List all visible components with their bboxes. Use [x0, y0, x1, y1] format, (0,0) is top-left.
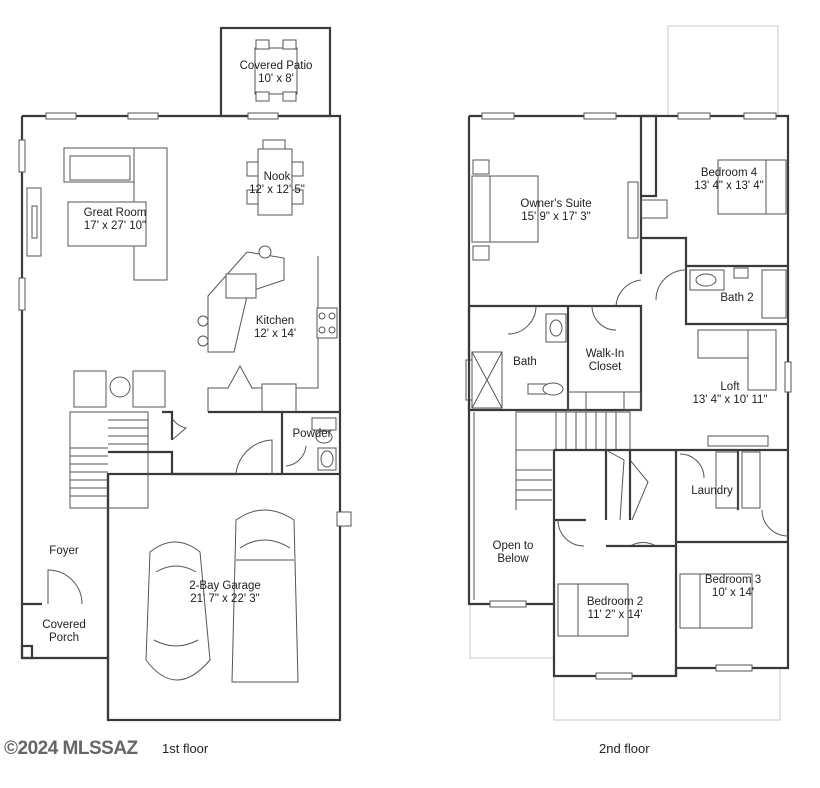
washer-icon — [715, 451, 739, 509]
room-label-foyer: Foyer — [49, 545, 79, 557]
door-swing — [615, 279, 642, 307]
door-swing — [761, 509, 789, 537]
room-label-open-to-below: Open to Below — [492, 540, 534, 565]
second-floor-caption: 2nd floor — [599, 741, 650, 756]
range-icon — [316, 307, 338, 339]
armchair-icon — [132, 370, 166, 408]
toilet-icon — [311, 417, 337, 431]
bed-icon — [679, 573, 753, 629]
bathtub-icon — [761, 269, 787, 319]
closet-door — [629, 459, 649, 521]
copyright-watermark: ©2024 MLSSAZ — [4, 738, 138, 759]
dryer-icon — [741, 451, 761, 509]
bed-icon — [557, 583, 629, 637]
door-swing — [171, 417, 188, 441]
door-swing — [507, 305, 537, 335]
room-label-bath-2: Bath 2 — [720, 292, 754, 304]
door-swing — [679, 453, 705, 479]
front-door-swing — [47, 569, 83, 605]
armchair-icon — [73, 370, 107, 408]
shower-icon — [471, 351, 503, 409]
first-floor-caption: 1st floor — [162, 741, 209, 756]
door-swing — [285, 445, 307, 467]
door-swing — [655, 269, 687, 301]
closet-door — [605, 449, 625, 521]
sofa-icon — [697, 329, 777, 391]
toilet-icon — [733, 267, 749, 279]
bed-icon — [717, 159, 787, 215]
room-label-powder: Powder — [292, 428, 332, 440]
room-label-covered-porch: Covered Porch — [42, 619, 86, 644]
door-swing — [235, 439, 273, 475]
second-floor-plan — [465, 25, 792, 721]
bed-icon — [471, 159, 539, 261]
nook-table-icon — [246, 139, 304, 216]
sectional-sofa-icon — [63, 147, 168, 281]
tv-icon — [707, 435, 769, 447]
first-floor-plan — [18, 26, 352, 722]
car-icon — [145, 541, 211, 681]
patio-table-icon — [254, 39, 298, 102]
door-swing — [557, 519, 585, 547]
room-label-laundry: Laundry — [691, 485, 733, 497]
van-icon — [231, 509, 299, 683]
tv-icon — [627, 181, 639, 239]
stairs-icon — [69, 411, 149, 509]
door-swing — [591, 305, 617, 331]
room-label-walk-in-closet: Walk-In Closet — [585, 348, 625, 373]
stairs-icon — [515, 411, 631, 510]
kitchen-island-icon — [197, 245, 285, 353]
room-label-bath: Bath — [513, 356, 537, 368]
